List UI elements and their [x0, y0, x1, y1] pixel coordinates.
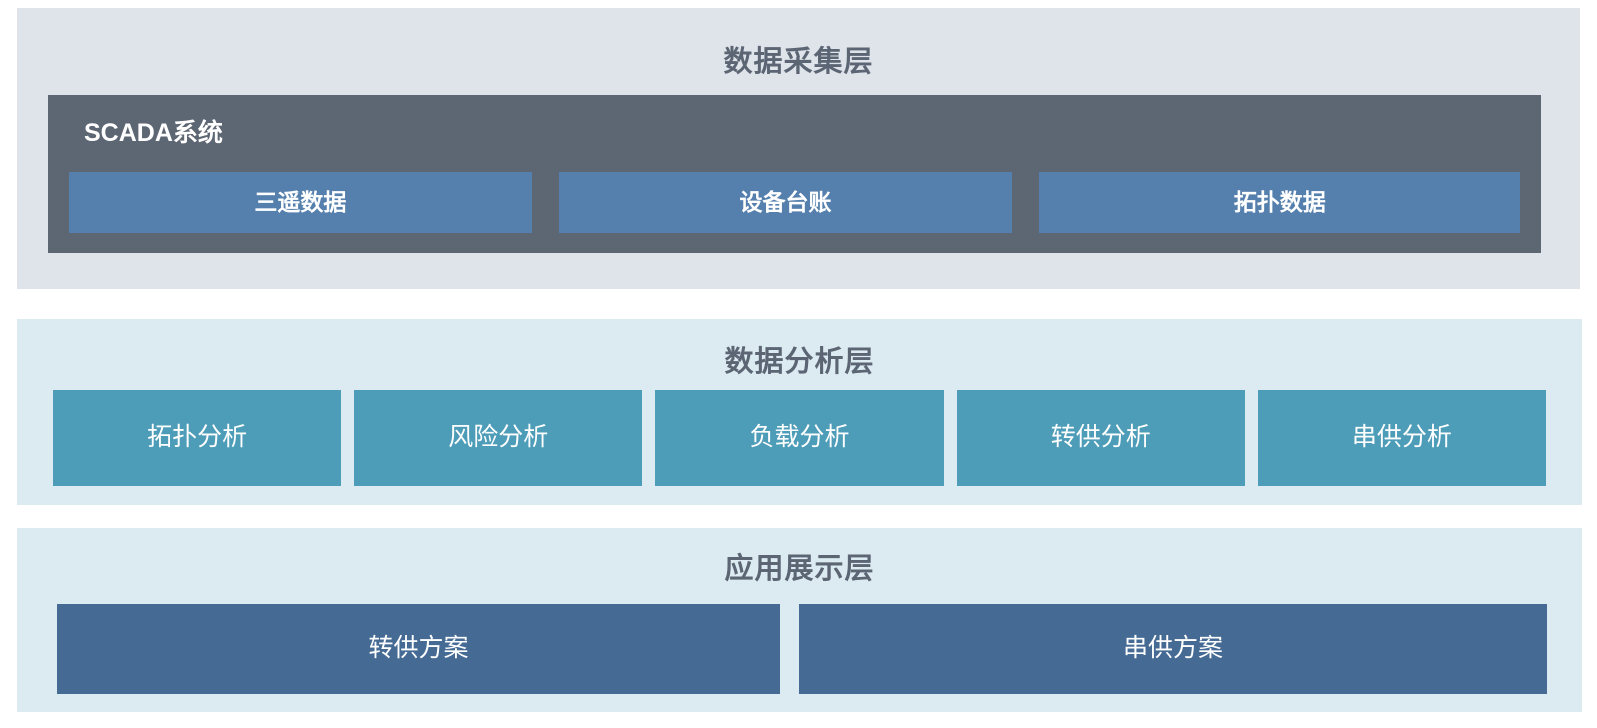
node-transfer-supply-plan[interactable]: 转供方案: [57, 604, 780, 694]
node-series-supply-analysis[interactable]: 串供分析: [1257, 390, 1547, 486]
data-collection-node-row: 三遥数据 设备台账 拓扑数据: [69, 172, 1520, 233]
data-analysis-node-row: 拓扑分析 风险分析 负载分析 转供分析 串供分析: [53, 390, 1547, 486]
node-three-remote-data[interactable]: 三遥数据: [69, 172, 532, 233]
layer-panel-data-analysis: 数据分析层 拓扑分析 风险分析 负载分析 转供分析 串供分析: [17, 319, 1582, 505]
layer-panel-data-collection: 数据采集层 SCADA系统 三遥数据 设备台账 拓扑数据: [17, 8, 1580, 289]
node-series-supply-plan[interactable]: 串供方案: [799, 604, 1547, 694]
layer-title-application-display: 应用展示层: [724, 553, 875, 585]
scada-system-label: SCADA系统: [84, 119, 223, 147]
application-node-row: 转供方案 串供方案: [57, 604, 1547, 694]
node-risk-analysis[interactable]: 风险分析: [354, 390, 643, 486]
layer-panel-application-display: 应用展示层 转供方案 串供方案: [17, 528, 1582, 712]
node-topology-analysis[interactable]: 拓扑分析: [53, 390, 342, 486]
node-equipment-ledger[interactable]: 设备台账: [558, 172, 1013, 233]
node-topology-data[interactable]: 拓扑数据: [1039, 172, 1520, 233]
layer-title-data-collection: 数据采集层: [723, 46, 874, 78]
scada-system-group: SCADA系统 三遥数据 设备台账 拓扑数据: [48, 95, 1541, 253]
node-load-analysis[interactable]: 负载分析: [655, 390, 944, 486]
layer-title-data-analysis: 数据分析层: [724, 346, 875, 378]
node-transfer-supply-analysis[interactable]: 转供分析: [956, 390, 1245, 486]
